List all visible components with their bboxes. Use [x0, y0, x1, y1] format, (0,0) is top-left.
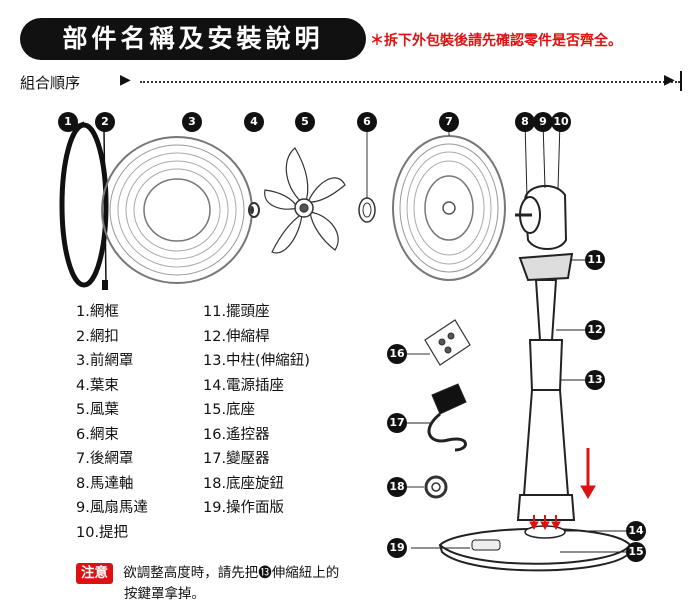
end-arrow-icon: ▶ — [664, 72, 675, 88]
part-item: 16.遙控器 — [203, 426, 270, 443]
badge-9: 9 — [533, 112, 553, 132]
badge-13: 13 — [585, 370, 605, 390]
part-item: 19.操作面版 — [203, 500, 285, 516]
parts-list-right: 11.擺頭座 12.伸縮桿 13.中柱(伸縮鈕) 14.電源插座 15.底座 1… — [203, 300, 310, 521]
badge-6: 6 — [357, 112, 377, 132]
part-item: 11.擺頭座 — [203, 304, 270, 320]
assembly-order-label: 組合順序 — [20, 74, 81, 92]
badge-11: 11 — [585, 250, 605, 270]
play-arrow-icon: ▶ — [120, 72, 131, 88]
part-item: 10.提把 — [76, 524, 129, 541]
fan-motor-drawing — [515, 121, 568, 250]
sequence-dotted-line — [140, 81, 680, 83]
badge-2: 2 — [95, 112, 115, 132]
page-title: 部件名稱及安裝說明 — [20, 18, 366, 60]
remote-control-drawing — [407, 319, 471, 366]
telescopic-pole-drawing — [516, 279, 587, 521]
part-item: 9.風扇馬達 — [76, 500, 148, 516]
power-adapter-drawing — [407, 383, 467, 452]
part-item: 12.伸縮桿 — [203, 328, 270, 345]
front-grille-drawing — [101, 136, 253, 284]
badge-15: 15 — [626, 542, 646, 562]
part-item: 13.中柱(伸縮鈕) — [203, 353, 310, 369]
part-item: 18.底座旋鈕 — [203, 475, 285, 492]
badge-14: 14 — [626, 521, 646, 541]
part-item: 6.網束 — [76, 426, 119, 443]
part-item: 14.電源插座 — [203, 377, 285, 394]
base-knob-drawing — [407, 475, 448, 499]
badge-19: 19 — [387, 538, 407, 558]
badge-8: 8 — [515, 112, 535, 132]
badge-10: 10 — [551, 112, 571, 132]
badge-3: 3 — [182, 112, 202, 132]
part-item: 17.變壓器 — [203, 451, 270, 467]
install-arrows — [529, 448, 596, 531]
part-item: 15.底座 — [203, 402, 256, 418]
badge-16: 16 — [387, 344, 407, 364]
rear-grille-drawing — [392, 122, 506, 281]
part-item: 4.葉束 — [76, 377, 119, 394]
badge-17: 17 — [387, 413, 407, 433]
net-clip-drawing — [102, 129, 108, 290]
warning-line-1: 欲調整高度時，請先把⓭伸縮紐上的 — [123, 565, 340, 581]
warning-note: 注意 欲調整高度時，請先把⓭伸縮紐上的 按鍵罩拿掉。 — [76, 563, 339, 605]
badge-5: 5 — [295, 112, 315, 132]
warning-line-2: 按鍵罩拿掉。 — [124, 586, 205, 602]
part-item: 7.後網罩 — [76, 451, 134, 467]
swivel-base-drawing — [518, 252, 587, 282]
warning-tag: 注意 — [76, 563, 113, 584]
part-item: 8.馬達軸 — [76, 475, 134, 492]
fan-base-drawing — [411, 525, 632, 572]
part-item: 2.網扣 — [76, 328, 119, 345]
parts-list-left: 1.網框 2.網扣 3.前網罩 4.葉束 5.風葉 6.網束 7.後網罩 8.馬… — [76, 300, 148, 545]
badge-1: 1 — [58, 112, 78, 132]
badge-4: 4 — [244, 112, 264, 132]
fan-blade-drawing — [264, 147, 346, 254]
part-item: 3.前網罩 — [76, 353, 134, 369]
net-nut-drawing — [358, 122, 376, 223]
badge-7: 7 — [439, 112, 459, 132]
check-parts-note: ＊拆下外包裝後請先確認零件是否齊全。 — [370, 33, 622, 49]
net-frame-drawing — [59, 121, 109, 288]
part-item: 5.風葉 — [76, 402, 119, 418]
badge-12: 12 — [585, 320, 605, 340]
badge-18: 18 — [387, 477, 407, 497]
part-item: 1.網框 — [76, 304, 119, 320]
blade-cap-drawing — [248, 202, 260, 218]
sequence-end-bar — [680, 71, 682, 91]
